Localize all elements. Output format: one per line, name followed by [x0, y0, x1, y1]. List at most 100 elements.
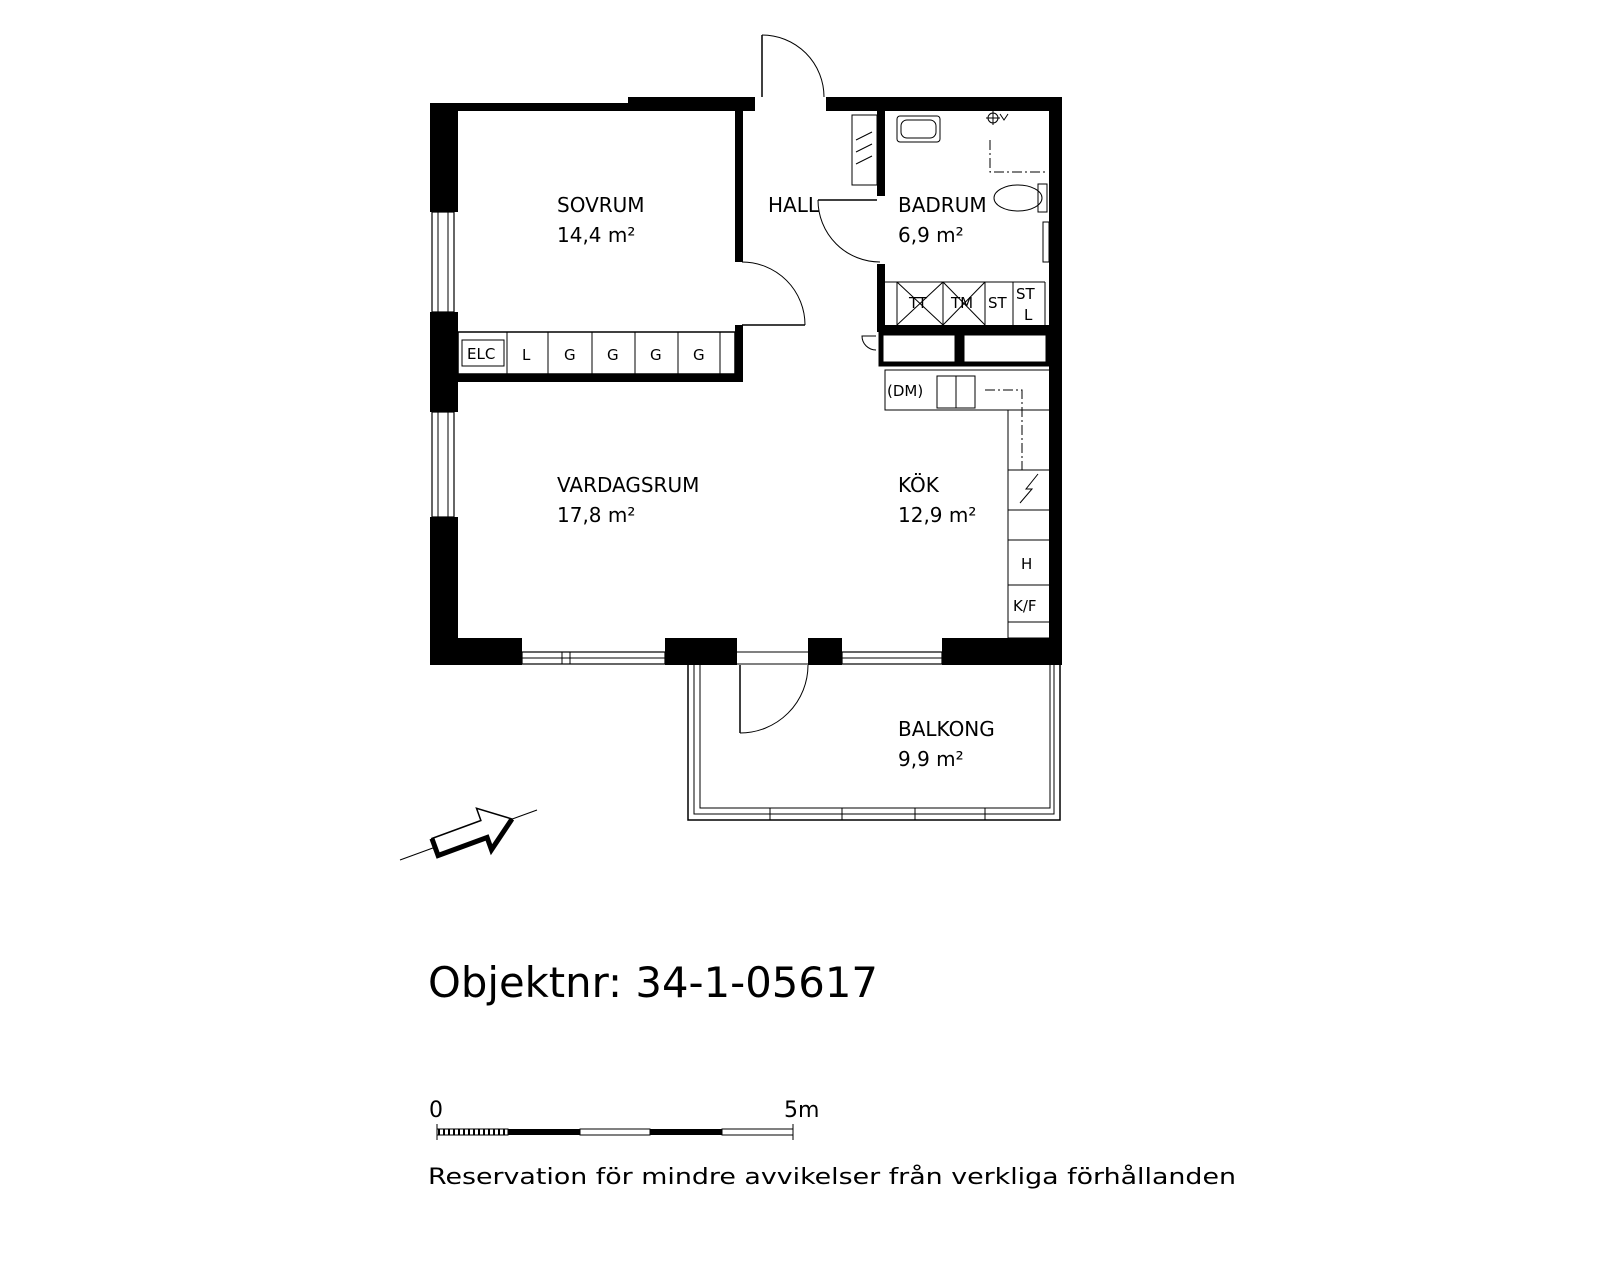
door-swing-arc — [761, 34, 825, 98]
window-bottom-left — [521, 651, 666, 665]
balcony-outer-rail — [687, 665, 1061, 821]
scale-segment-white — [721, 1128, 794, 1136]
door-swing-arc — [741, 261, 806, 326]
shower-spray — [999, 113, 1009, 121]
bedroom-door — [741, 261, 806, 326]
scale-label-start: 0 — [429, 1098, 443, 1123]
towel-radiator — [1042, 221, 1050, 263]
toilet-bowl — [993, 184, 1043, 212]
wall-bottom-segment — [808, 638, 842, 665]
toilet-tank — [1037, 183, 1048, 213]
sink-basin — [900, 119, 937, 139]
north-arrow-icon — [399, 807, 538, 861]
sink — [896, 115, 941, 143]
dryer-cross — [896, 281, 944, 326]
room-area-badrum: 6,9 m² — [898, 223, 964, 247]
window-frame — [431, 411, 455, 518]
window-frame — [431, 211, 455, 313]
door-swing-arc — [739, 664, 809, 734]
wall-cabinet-line — [985, 389, 1023, 470]
window-bottom-right — [841, 651, 943, 665]
room-name-kok: KÖK — [898, 473, 940, 497]
wall-right — [1049, 97, 1062, 665]
shower-area-line — [989, 140, 1048, 173]
hall-closet — [851, 114, 878, 186]
door-swing-arc — [817, 199, 881, 263]
wardrobe-outline — [457, 331, 736, 375]
room-area-balkong: 9,9 m² — [898, 747, 964, 771]
dishwasher-label: (DM) — [887, 382, 923, 400]
counter-top — [884, 369, 1051, 411]
wardrobe-label-g: G — [564, 346, 576, 364]
laundry-units: TT TM ST ST L — [885, 281, 1046, 326]
wall-bottom-segment — [430, 638, 522, 665]
balcony-door — [739, 664, 809, 734]
wall-left-middle — [430, 312, 458, 412]
balcony-inner-rail — [699, 665, 1051, 809]
wardrobe-label-g: G — [607, 346, 619, 364]
room-name-sovrum: SOVRUM — [557, 193, 645, 217]
laundry-label-st-l-top: ST — [1016, 285, 1036, 303]
laundry-label-tt: TT — [908, 294, 928, 312]
bathroom-door — [817, 199, 881, 263]
wardrobe-label-elc: ELC — [467, 345, 495, 363]
kitchen-label-kf: K/F — [1013, 597, 1037, 615]
electric-cabinet — [461, 339, 505, 367]
shower-icon — [986, 111, 1009, 125]
wall-bathroom-bottom — [877, 325, 1050, 332]
laundry-label-st: ST — [988, 294, 1008, 312]
bathroom-fixtures — [896, 111, 1050, 263]
stove-icon — [1019, 473, 1039, 504]
north-arrow-shadow — [429, 817, 515, 859]
wall-bottom-segment — [665, 638, 737, 665]
wall-bathroom-lower — [877, 264, 885, 332]
room-name-vardagsrum: VARDAGSRUM — [557, 473, 699, 497]
cabinet-door-swing — [861, 335, 877, 351]
window-left-lower — [431, 411, 455, 518]
wall-top-right — [826, 97, 1062, 111]
outer-walls — [430, 97, 1062, 665]
wardrobe-label-g: G — [693, 346, 705, 364]
room-area-kok: 12,9 m² — [898, 503, 976, 527]
room-area-vardagsrum: 17,8 m² — [557, 503, 635, 527]
wardrobe-row: ELC L G G G G — [457, 331, 736, 375]
kitchen-label-h: H — [1021, 555, 1032, 573]
wall-bedroom-hall-lower — [735, 325, 743, 382]
room-name-balkong: BALKONG — [898, 717, 995, 741]
hanger-line — [855, 155, 873, 165]
wall-left-top — [430, 103, 458, 212]
wall-bathroom-upper — [877, 110, 885, 196]
wardrobe-label-l: L — [522, 346, 531, 364]
object-number: Objektnr: 34-1-05617 — [428, 958, 878, 1007]
closet-right — [959, 330, 1051, 367]
balcony — [687, 665, 1061, 821]
disclaimer: Reservation för mindre avvikelser från v… — [428, 1164, 1236, 1190]
room-name-hall: HALL — [768, 193, 820, 217]
window-left-upper — [431, 211, 455, 313]
scale-segment-black — [508, 1129, 580, 1135]
hanger-line — [855, 143, 873, 153]
wall-bedroom-hall-upper — [735, 110, 743, 262]
closet-left — [878, 330, 960, 367]
interior-walls — [458, 110, 1051, 382]
room-name-badrum: BADRUM — [898, 193, 987, 217]
wall-wardrobe-back — [458, 374, 743, 382]
closet-outline — [851, 114, 878, 186]
kitchen-counter: (DM) H K/F — [884, 369, 1051, 639]
balcony-door-threshold — [737, 651, 808, 665]
scale-label-end: 5m — [784, 1098, 819, 1123]
laundry-label-st-l-bottom: L — [1024, 306, 1033, 324]
scale-segment-black — [650, 1129, 722, 1135]
entrance-door — [761, 34, 825, 98]
room-area-sovrum: 14,4 m² — [557, 223, 635, 247]
balcony-middle-rail — [693, 665, 1055, 815]
drying-cabinet-cross — [942, 281, 986, 326]
hanger-line — [855, 131, 873, 141]
scale-bar: 0 5m — [429, 1098, 819, 1140]
wardrobe-label-g: G — [650, 346, 662, 364]
wall-top-left — [430, 97, 755, 111]
counter-column — [1007, 409, 1051, 639]
wall-bottom-segment — [942, 638, 1062, 665]
